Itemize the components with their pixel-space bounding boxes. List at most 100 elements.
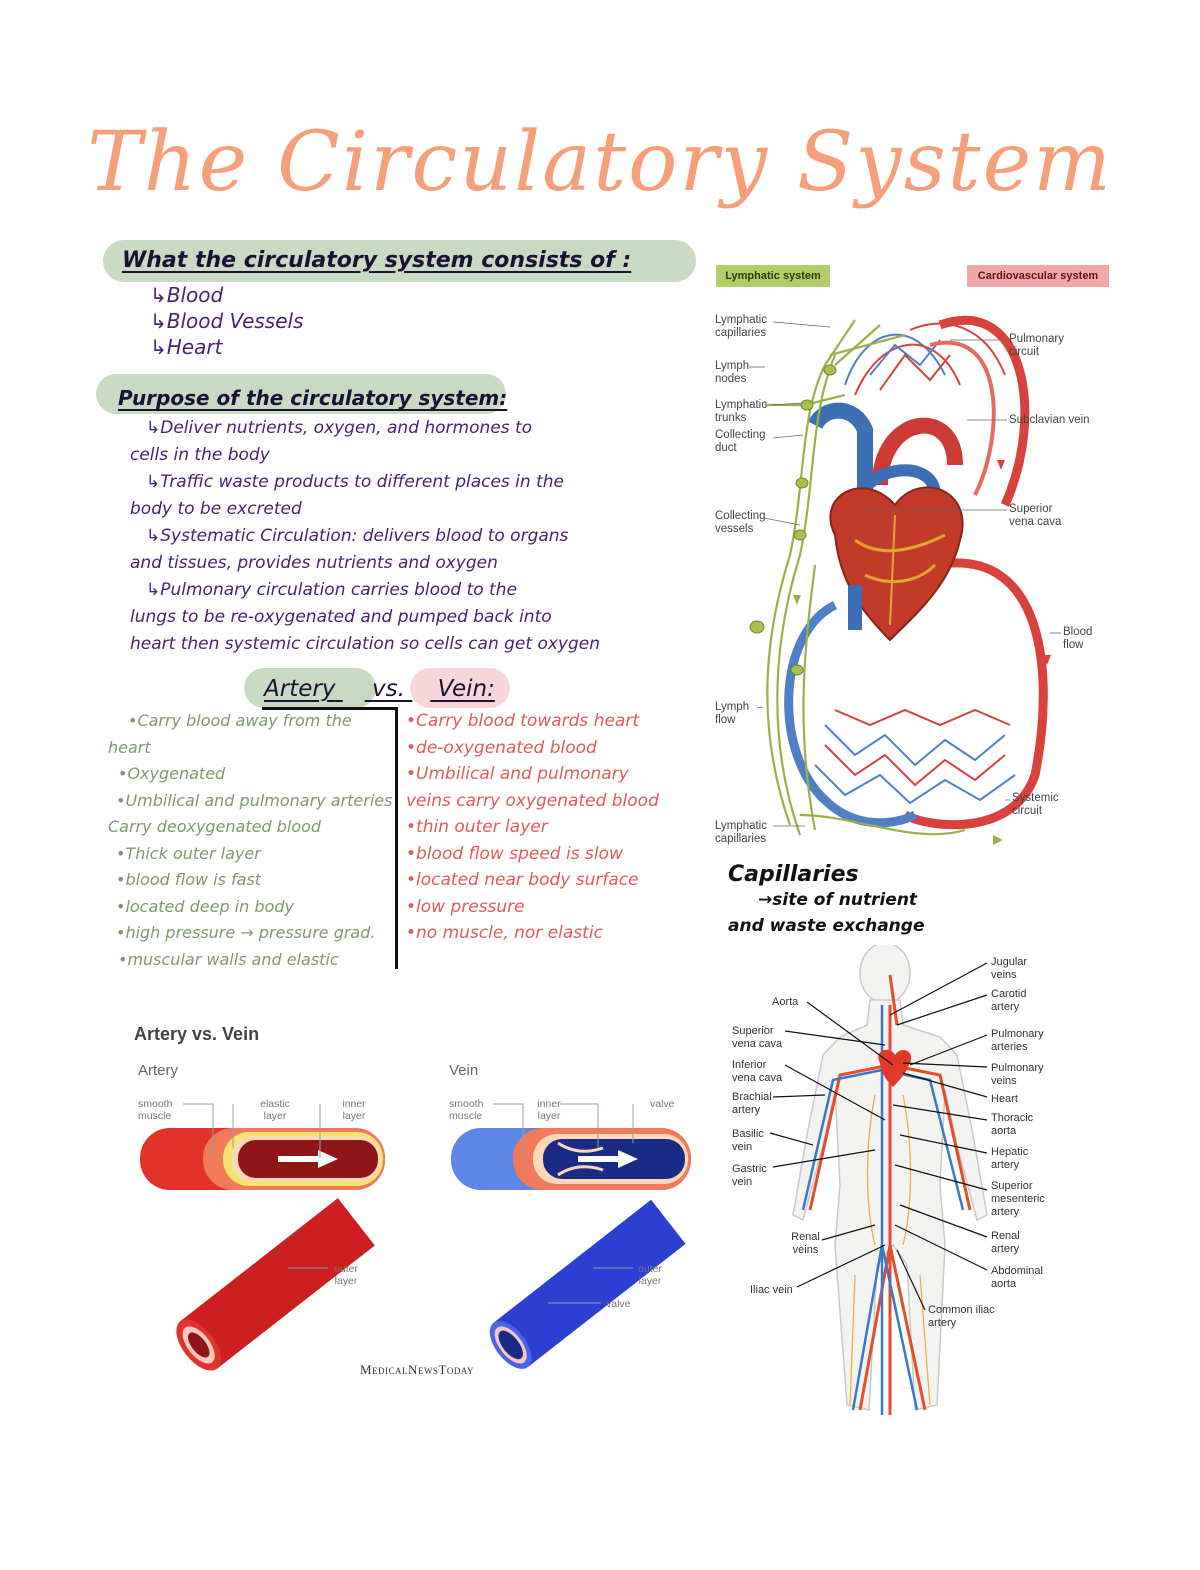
list-item: •blood flow speed is slow [406,843,623,864]
artery-vein-figure: Artery vs. Vein Artery Vein [128,1018,700,1388]
page-title: The Circulatory System [87,115,1113,210]
vein-title: Vein [449,1062,479,1079]
capillaries-note: Capillaries →site of nutrient and waste … [728,862,924,939]
label-blood-flow: Blood flow [1063,626,1093,651]
aorta-arch [872,417,963,486]
label-inferior-vena-cava: Inferior vena cava [732,1059,783,1084]
paragraph-traffic: ↳Traffic waste products to different pla… [130,472,564,519]
heart-shape [878,1049,912,1087]
list-item: Carry deoxygenated blood [108,817,322,836]
label-renal-veins: Renal veins [791,1231,820,1256]
list-item: •located deep in body [116,896,294,916]
label-superior-vena-cava: Superior vena cava [1009,503,1062,528]
systemic-capillary-bed [814,708,1016,805]
capillaries-line: and waste exchange [728,916,925,936]
label-aorta: Aorta [772,996,799,1008]
list-item: veins carry oxygenated blood [406,790,659,811]
systemic-loop-artery [902,558,1048,830]
arteries [808,974,972,1415]
label-vein-valve-top: valve [650,1098,675,1110]
artery-title: Artery [138,1062,179,1079]
lymph-nodes [749,364,837,676]
label-artery-elastic-layer: elastic layer [260,1098,290,1122]
artery-heading-highlight [244,668,376,708]
pulmonary-loop-artery [938,315,1030,507]
list-item: •high pressure → pressure grad. [116,923,376,942]
label-renal-artery: Renal artery [991,1230,1020,1255]
comparison-divider-horizontal [262,707,398,710]
section1-list: ↳Blood ↳Blood Vessels ↳Heart [150,282,304,360]
body-diagram: Aorta Superior vena cava Inferior vena c… [725,945,1070,1425]
list-item: •Umbilical and pulmonary arteries [116,790,393,810]
heart-shape [829,486,964,642]
label-common-iliac-artery: Common iliac artery [928,1304,995,1329]
label-lymph-flow: Lymph flow [715,701,750,726]
paragraph-systemic: ↳Systematic Circulation: delivers blood … [130,526,569,573]
cardiovascular-system-tag: Cardiovascular system [967,265,1109,287]
vein-heading-highlight [410,668,510,708]
label-heart: Heart [991,1093,1018,1105]
vein-heading: Vein: [437,676,495,702]
vein-cross-section [489,1199,686,1369]
label-lymphatic-capillaries-bottom: Lymphatic capillaries [715,820,767,845]
list-item: •Thick outer layer [116,843,261,863]
capillaries-heading: Capillaries [728,862,859,887]
label-pulmonary-veins: Pulmonary veins [991,1062,1044,1087]
vein-cylinder [451,1128,691,1190]
label-gastric-vein: Gastric vein [732,1163,767,1188]
section2-heading-highlight [96,374,506,414]
list-item: •no muscle, nor elastic [406,923,603,943]
list-item: ↳Heart [150,335,223,359]
section1-heading: What the circulatory system consists of … [122,248,632,273]
lymph-vessels [765,319,966,836]
label-systemic-circuit: Systemic circuit [1012,792,1059,817]
body-circulation-graphic [769,945,988,1415]
vs-label: vs. [372,676,405,702]
capillaries-line: →site of nutrient [758,890,918,910]
list-item: •thin outer layer [406,817,548,837]
label-basilic-vein: Basilic vein [732,1128,764,1153]
label-artery-outer-layer: outer layer [334,1263,358,1287]
label-abdominal-aorta: Abdominal aorta [991,1265,1043,1290]
credit-logo: MedicalNewsToday [360,1362,475,1377]
list-item: heart [108,737,151,757]
list-item: •Oxygenated [118,764,226,783]
section2-heading: Purpose of the circulatory system: [118,386,508,410]
label-jugular-veins: Jugular veins [991,956,1028,981]
label-collecting-vessels: Collecting vessels [715,510,766,535]
artery-cross-section [176,1198,375,1371]
label-collecting-duct: Collecting duct [715,429,766,454]
label-vein-inner-layer: inner layer [537,1098,561,1122]
label-thoracic-aorta: Thoracic aorta [991,1112,1034,1137]
label-iliac-vein: Iliac vein [750,1284,793,1296]
list-item: •Carry blood away from the [128,711,352,730]
label-superior-vena-cava: Superior vena cava [732,1025,783,1050]
systemic-loop-vein [784,600,918,828]
list-item: •Umbilical and pulmonary [406,764,629,784]
lymph-diagram: Lymphatic system Cardiovascular system [705,255,1125,855]
paragraph-pulmonary: ↳Pulmonary circulation carries blood to … [130,580,600,654]
label-artery-inner-layer: inner layer [342,1098,366,1122]
lymphatic-system-tag: Lymphatic system [716,265,830,287]
label-lymph-nodes: Lymph nodes [715,360,750,385]
section2-paragraphs: ↳Deliver nutrients, oxygen, and hormones… [130,415,695,658]
pulmonary-capillary-bed [844,322,1006,396]
pulmonary-loop-artery-inner [929,340,996,496]
label-pulmonary-arteries: Pulmonary arteries [991,1028,1044,1053]
artery-column: •Carry blood away from the heart •Oxygen… [108,708,398,973]
label-lymphatic-capillaries-top: Lymphatic capillaries [715,314,767,339]
label-lymphatic-trunks: Lymphatic trunks [715,399,767,424]
section1-heading-highlight [103,240,696,282]
figure-title: Artery vs. Vein [134,1024,260,1044]
label-vein-outer-layer: outer layer [638,1263,662,1287]
label-pulmonary-circuit: Pulmonary circuit [1009,333,1064,358]
artery-cylinder [140,1128,385,1190]
paragraph-deliver: ↳Deliver nutrients, oxygen, and hormones… [130,418,533,465]
list-item: •muscular walls and elastic [118,949,339,969]
comparison-heading: Artery vs. Vein: [264,676,495,702]
list-item: ↳Blood Vessels [150,309,304,333]
vessel-illustrations [140,1103,691,1371]
list-item: •de-oxygenated blood [406,737,597,758]
lymph-circulation-graphic [749,315,1061,845]
label-brachial-artery: Brachial artery [732,1091,772,1116]
